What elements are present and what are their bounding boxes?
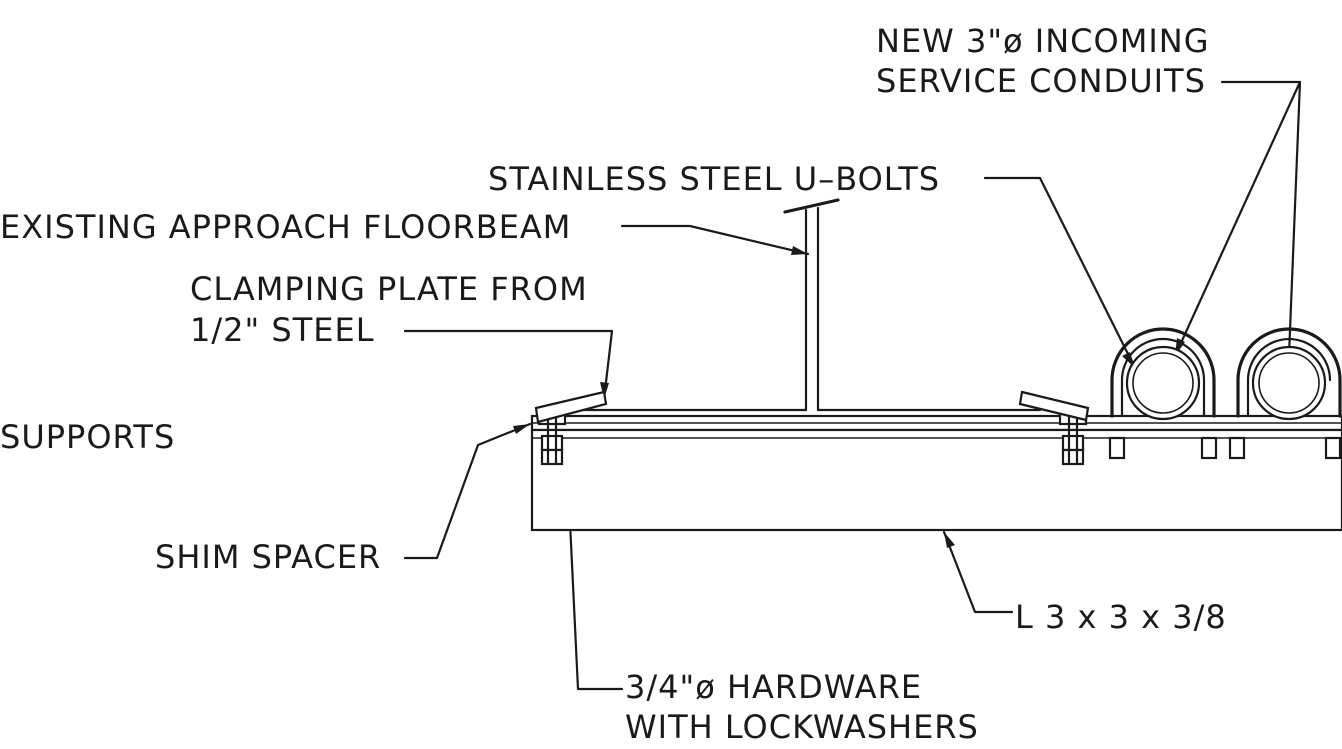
leader-shim: [403, 422, 532, 560]
leader-angle: [942, 530, 1014, 614]
conduit-2: [1228, 327, 1342, 460]
right-bolt-assembly: [1018, 390, 1090, 466]
label-conduits-line2: SERVICE CONDUITS: [876, 62, 1206, 100]
label-hardware-line1: 3/4"ø HARDWARE: [625, 668, 922, 706]
label-conduits-line1: NEW 3"ø INCOMING: [876, 22, 1209, 60]
label-shim-spacer: SHIM SPACER: [155, 538, 381, 576]
label-u-bolts: STAINLESS STEEL U–BOLTS: [488, 160, 940, 198]
label-angle: L 3 x 3 x 3/8: [1015, 598, 1227, 636]
clamping-plate: [530, 414, 1342, 432]
leader-clamp-plate: [403, 329, 614, 401]
leader-floorbeam: [620, 224, 810, 256]
label-floorbeam: EXISTING APPROACH FLOORBEAM: [0, 208, 571, 246]
label-clamp-line1: CLAMPING PLATE FROM: [190, 270, 588, 308]
leader-conduits: [1173, 80, 1302, 382]
conduit-1: [1108, 327, 1218, 460]
label-hardware-line2: WITH LOCKWASHERS: [625, 708, 979, 746]
left-bolt-assembly: [534, 390, 608, 466]
label-supports: SUPPORTS: [0, 418, 175, 456]
label-clamp-line2: 1/2" STEEL: [190, 311, 375, 349]
floorbeam-section: [568, 198, 1042, 412]
leader-u-bolts: [983, 176, 1137, 370]
angle-member: [530, 428, 1342, 532]
